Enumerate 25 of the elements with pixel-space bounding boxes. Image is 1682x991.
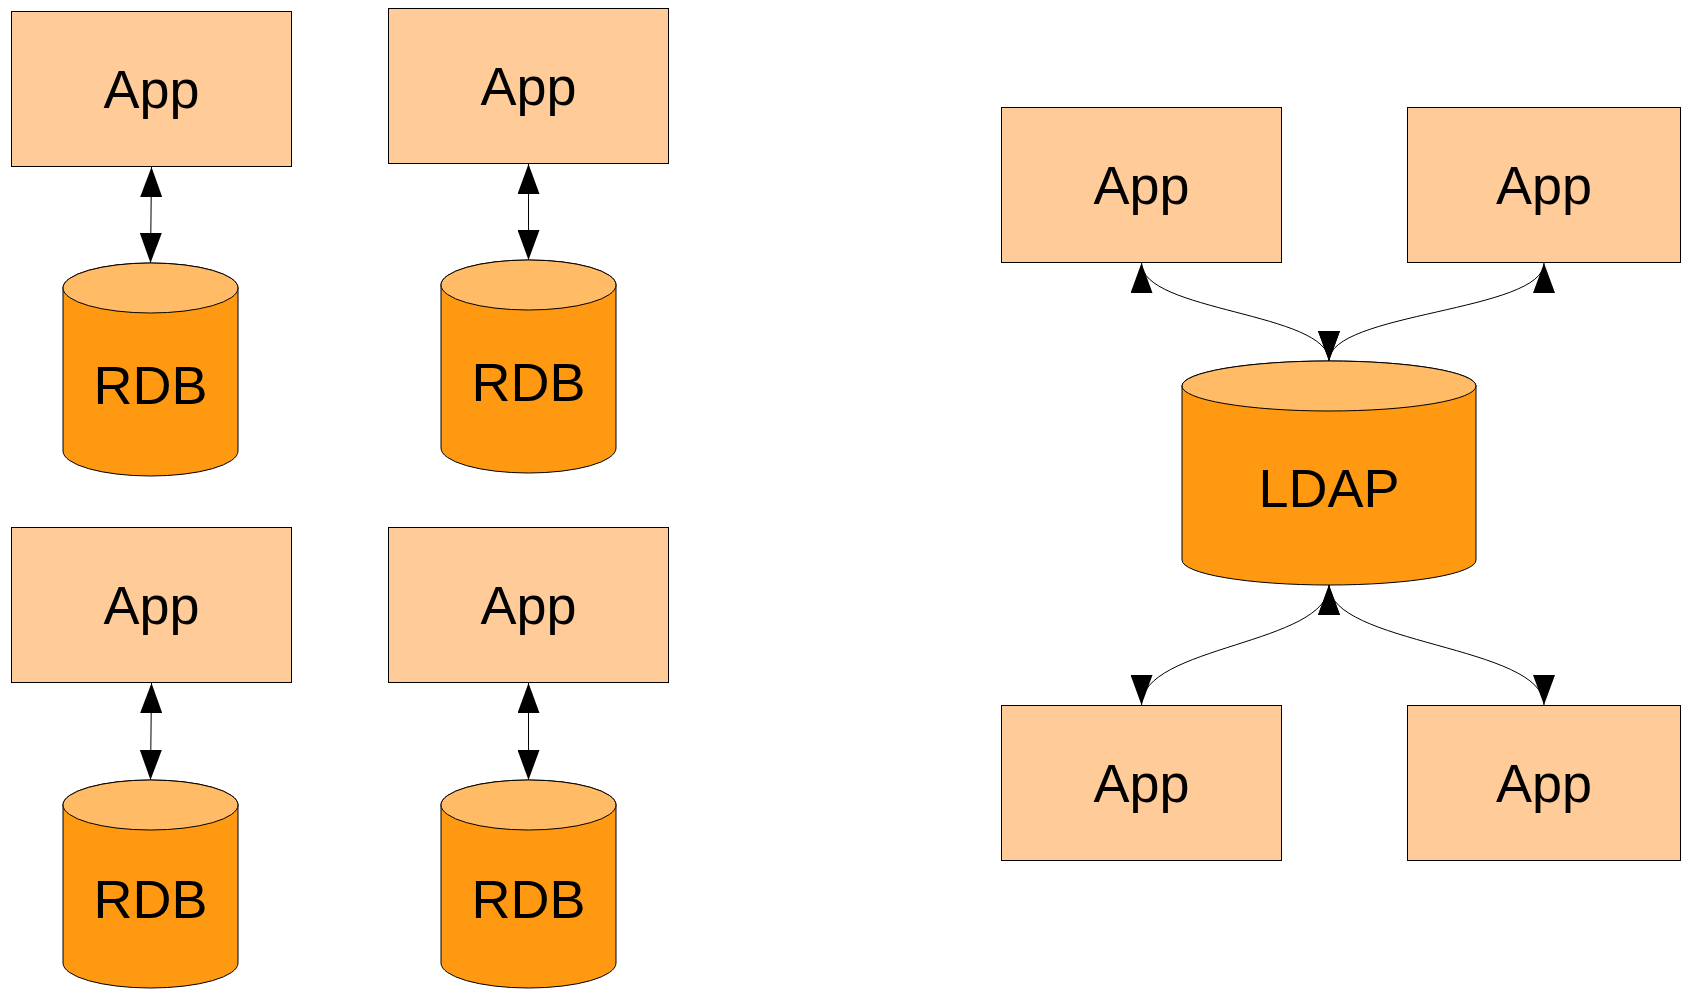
node-label: App: [103, 574, 200, 636]
app-box: [11, 527, 292, 683]
node-label: LDAP: [1258, 457, 1400, 519]
arrow: [139, 166, 163, 264]
arrow: [517, 163, 540, 261]
arrow: [139, 682, 163, 781]
app-box: [1407, 705, 1681, 861]
app-box: [1001, 705, 1282, 861]
node-label: RDB: [93, 868, 208, 930]
node-label: App: [1495, 752, 1593, 814]
node-label: App: [1093, 752, 1190, 814]
node-label: App: [103, 58, 200, 120]
node-label: RDB: [93, 353, 208, 416]
node-label: App: [480, 574, 577, 636]
app-box: [11, 11, 292, 167]
node-label: App: [1093, 154, 1190, 216]
app-box: [1407, 107, 1681, 263]
node-label: RDB: [471, 868, 586, 930]
node-label: RDB: [471, 350, 586, 413]
app-box: [388, 8, 669, 164]
arrow: [517, 682, 540, 781]
app-box: [1001, 107, 1282, 263]
app-box: [388, 527, 669, 683]
node-label: App: [480, 55, 577, 117]
node-label: App: [1495, 154, 1593, 216]
